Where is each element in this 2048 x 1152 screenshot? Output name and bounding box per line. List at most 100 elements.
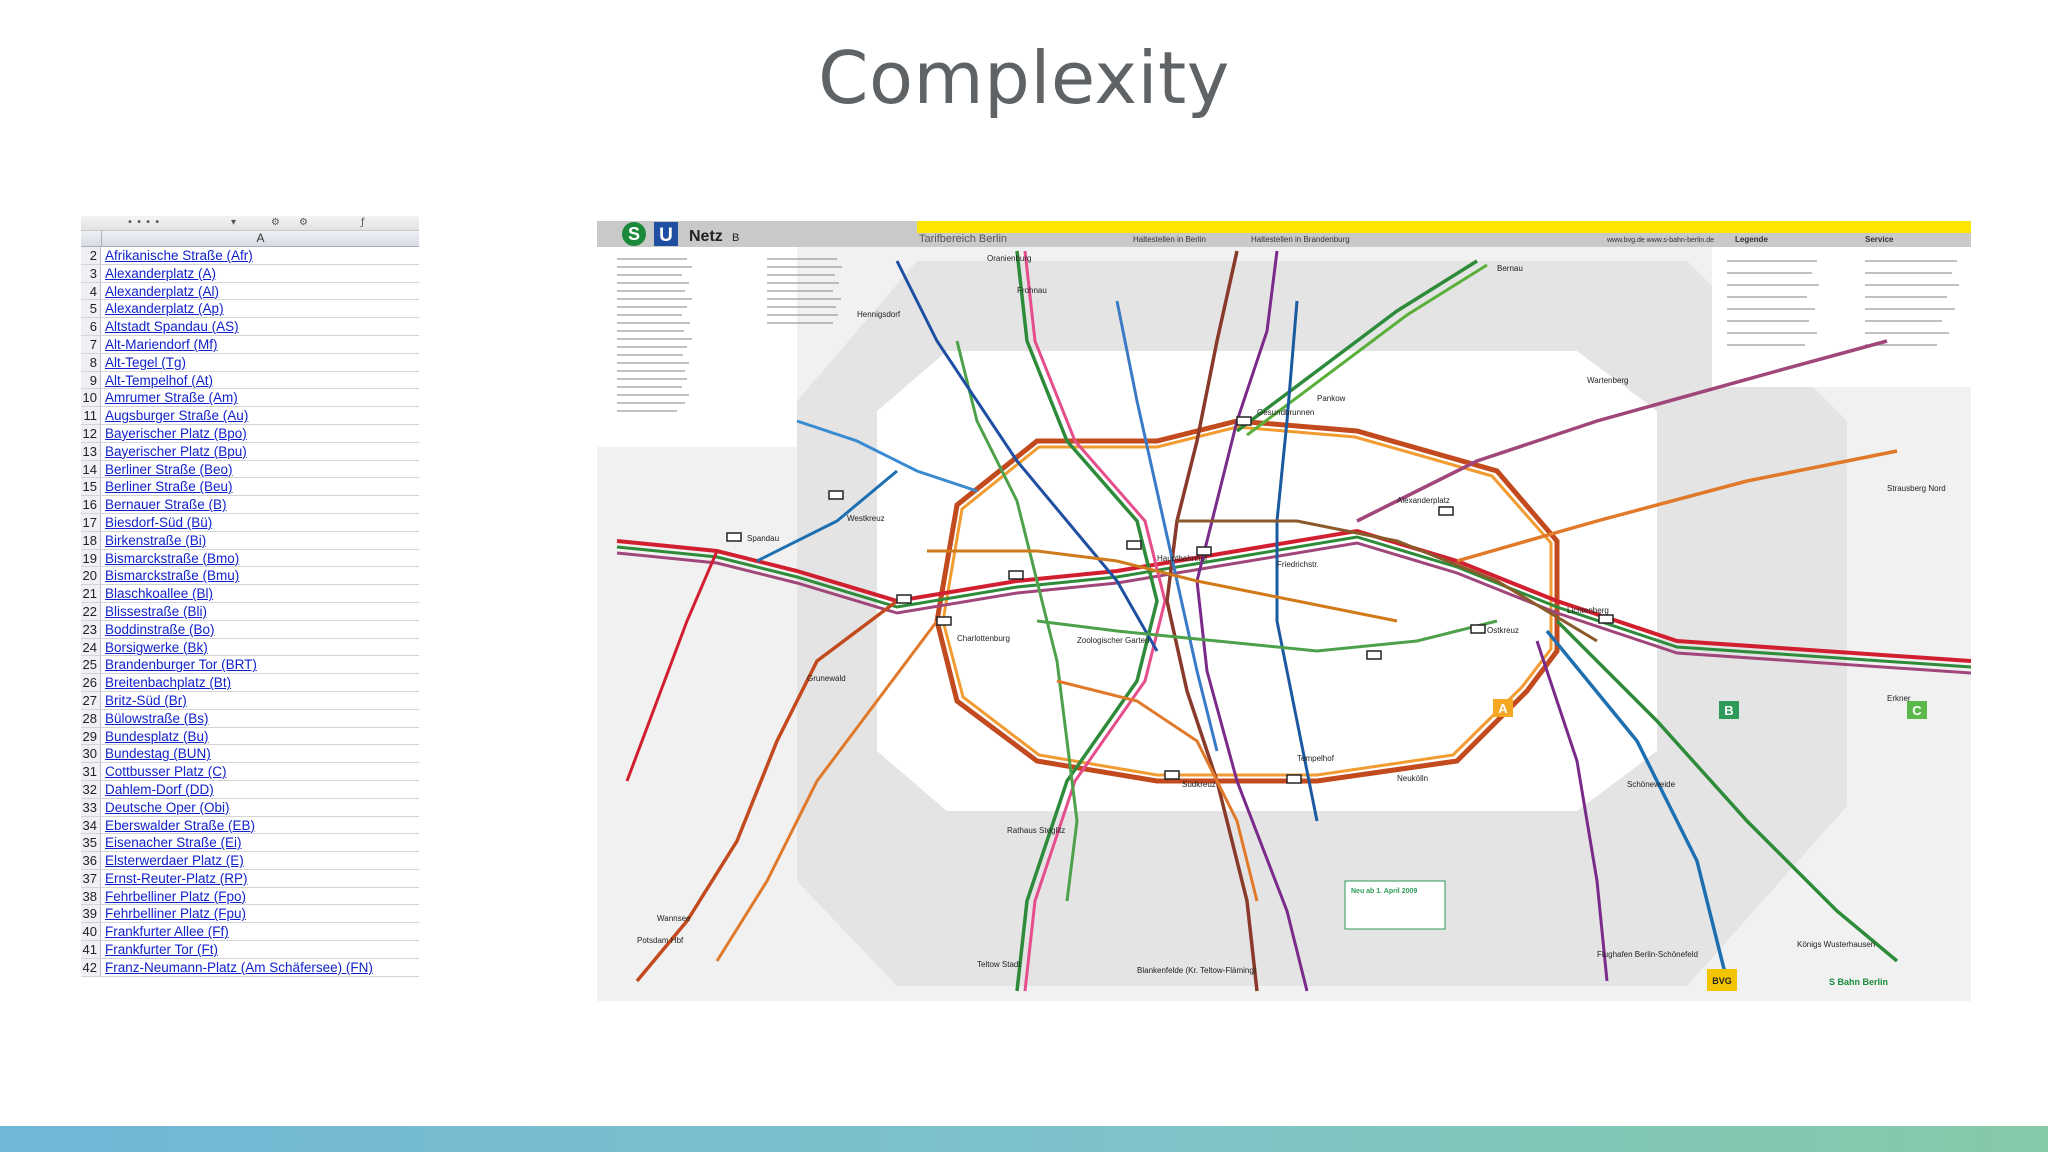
station-link[interactable]: Fehrbelliner Platz (Fpo): [105, 888, 247, 904]
u-bahn-u9-north: [796, 419, 978, 493]
u-bahn-u9: [1115, 300, 1219, 752]
station-strausberg: Strausberg Nord: [1887, 484, 1946, 493]
station-link[interactable]: Alt-Tempelhof (At): [105, 372, 214, 388]
s-logo-text: S: [628, 224, 640, 244]
row-number: 3: [81, 264, 101, 282]
station-link[interactable]: Berliner Straße (Beu): [105, 479, 233, 495]
station-link[interactable]: Alexanderplatz (A): [105, 265, 217, 281]
station-link[interactable]: Bülowstraße (Bs): [105, 710, 209, 726]
station-markers: [726, 416, 1614, 784]
zone-b-text: B: [1724, 703, 1733, 718]
slide-title: Complexity: [818, 36, 1230, 120]
s-bahn-ne-green: [1235, 259, 1478, 433]
station-link[interactable]: Eisenacher Straße (Ei): [105, 835, 242, 851]
station-link[interactable]: Bismarckstraße (Bmo): [105, 550, 240, 566]
zone-c-text: C: [1912, 703, 1922, 718]
zone-a-badge: [1493, 699, 1513, 717]
row-number: 24: [81, 638, 101, 656]
station-link[interactable]: Borsigwerke (Bk): [105, 639, 208, 655]
station-link[interactable]: Eberswalder Straße (EB): [105, 817, 256, 833]
s-bahn-ns-pink: [1023, 250, 1167, 992]
station-link[interactable]: Britz-Süd (Br): [105, 692, 187, 708]
station-link[interactable]: Deutsche Oper (Obi): [105, 799, 230, 815]
station-neukoelln: Neukölln: [1397, 774, 1428, 783]
station-link[interactable]: Berliner Straße (Beo): [105, 461, 233, 477]
station-link[interactable]: Biesdorf-Süd (Bü): [105, 514, 213, 530]
station-link[interactable]: Blaschkoallee (Bl): [105, 586, 214, 602]
berlin-transit-map: S U Netz B Tarifbereich Berlin Haltestel…: [597, 221, 1971, 1001]
station-lichtenberg: Lichtenberg: [1567, 606, 1609, 615]
row-number: 10: [81, 389, 101, 407]
station-link[interactable]: Brandenburger Tor (BRT): [105, 657, 257, 673]
station-link[interactable]: Bismarckstraße (Bmu): [105, 568, 240, 584]
station-link[interactable]: Amrumer Straße (Am): [105, 390, 238, 406]
station-link[interactable]: Alt-Tegel (Tg): [105, 354, 187, 370]
column-header-row: A: [81, 231, 419, 247]
row-number: 20: [81, 567, 101, 585]
station-rathaus-steglitz: Rathaus Steglitz: [1007, 826, 1065, 835]
station-schoenefeld: Flughafen Berlin-Schönefeld: [1597, 950, 1698, 959]
station-link[interactable]: Afrikanische Straße (Afr): [105, 248, 253, 263]
station-link[interactable]: Ernst-Reuter-Platz (RP): [105, 870, 248, 886]
station-gesundbrunnen: Gesundbrunnen: [1257, 408, 1314, 417]
row-number: 39: [81, 905, 101, 923]
note-box: [1344, 880, 1446, 930]
station-blankenfelde: Blankenfelde (Kr. Teltow-Fläming): [1137, 966, 1257, 975]
row-number: 15: [81, 478, 101, 496]
station-link[interactable]: Dahlem-Dorf (DD): [105, 781, 214, 797]
toolbar-function-icon: ƒ: [361, 217, 365, 228]
station-link[interactable]: Augsburger Straße (Au): [105, 408, 249, 424]
station-link[interactable]: Fehrbelliner Platz (Fpu): [105, 906, 247, 922]
station-link[interactable]: Cottbusser Platz (C): [105, 764, 227, 780]
row-number: 33: [81, 798, 101, 816]
s-bahn-ns-brown: [1165, 250, 1259, 992]
s-bahn-se-green: [1555, 619, 1899, 963]
station-link[interactable]: Breitenbachplatz (Bt): [105, 675, 232, 691]
station-link[interactable]: Boddinstraße (Bo): [105, 621, 215, 637]
u-bahn-u1: [1036, 619, 1498, 653]
station-teltow: Teltow Stadt: [977, 960, 1021, 969]
station-link[interactable]: Bayerischer Platz (Bpo): [105, 425, 247, 441]
station-link[interactable]: Bayerischer Platz (Bpu): [105, 443, 247, 459]
station-link[interactable]: Franz-Neumann-Platz (Am Schäfersee) (FN): [105, 959, 373, 975]
station-link[interactable]: Bundestag (BUN): [105, 746, 211, 762]
station-charlottenburg: Charlottenburg: [957, 634, 1010, 643]
u-bahn-u5: [1177, 519, 1598, 643]
row-number: 16: [81, 496, 101, 513]
zone-b-badge: [1719, 701, 1739, 719]
station-link[interactable]: Elsterwerdaer Platz (E): [105, 853, 244, 869]
station-friedrichstr: Friedrichstr.: [1277, 560, 1319, 569]
u-bahn-logo: [654, 222, 678, 246]
station-link[interactable]: Frankfurter Allee (Ff): [105, 924, 229, 940]
station-link[interactable]: Frankfurter Tor (Ft): [105, 942, 219, 958]
station-link[interactable]: Birkenstraße (Bi): [105, 532, 207, 548]
row-number: 12: [81, 424, 101, 442]
station-link[interactable]: Bernauer Straße (B): [105, 497, 227, 513]
station-link[interactable]: Blissestraße (Bli): [105, 603, 208, 619]
station-link[interactable]: Alexanderplatz (Ap): [105, 301, 224, 317]
station-spandau: Spandau: [747, 534, 779, 543]
bvg-logo-text: BVG: [1712, 976, 1732, 986]
station-link[interactable]: Alt-Mariendorf (Mf): [105, 336, 218, 352]
station-link[interactable]: Alexanderplatz (Al): [105, 283, 220, 299]
row-number: 6: [81, 318, 101, 335]
s-bahn-sw-orange: [715, 620, 939, 962]
station-link[interactable]: Bundesplatz (Bu): [105, 728, 209, 744]
station-link[interactable]: Altstadt Spandau (AS): [105, 319, 239, 335]
